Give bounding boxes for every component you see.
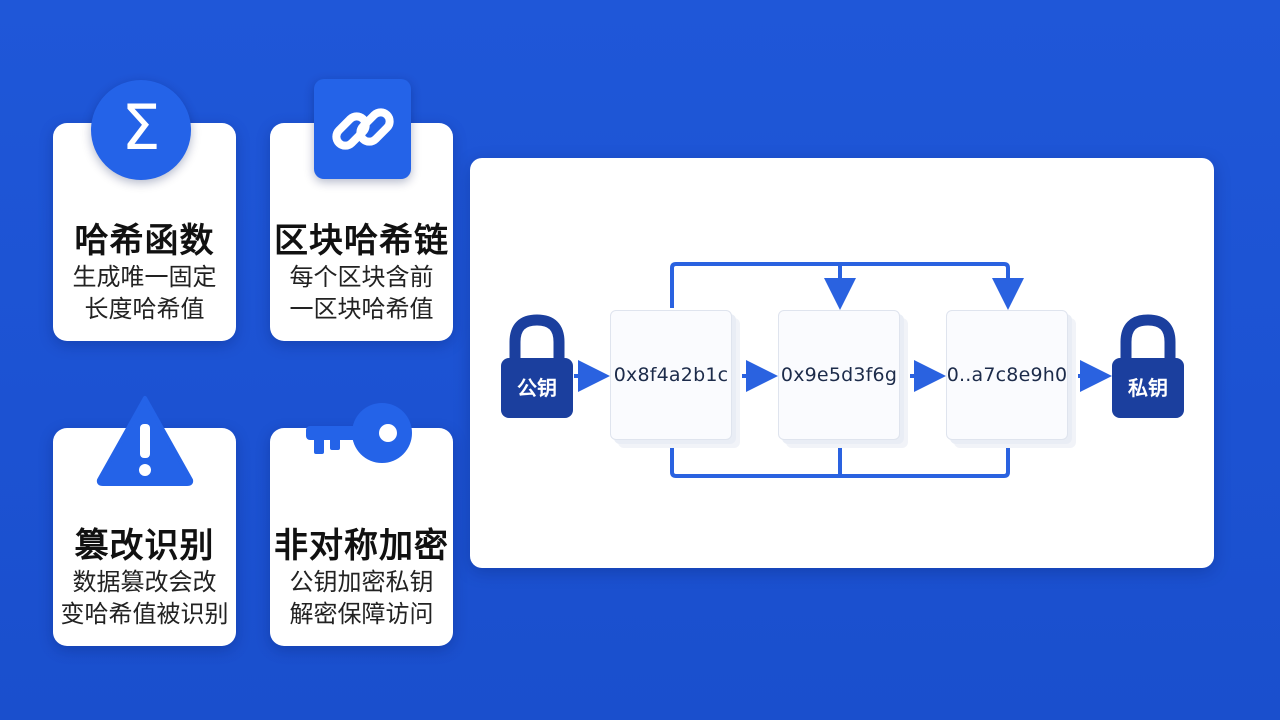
hash-block-3: 0..a7c8e9h0: [946, 310, 1068, 440]
card-asymmetric-encryption: 非对称加密 公钥加密私钥 解密保障访问: [270, 428, 453, 646]
hash-block-1: 0x8f4a2b1c: [610, 310, 732, 440]
hash-chain-diagram-panel: 公钥 0x8f4a2b1c 0x9e5d3f6g 0..a7c8e9h0 私钥: [470, 158, 1214, 568]
hash-value: 0x9e5d3f6g: [780, 364, 898, 386]
card-description: 生成唯一固定 长度哈希值: [72, 263, 217, 323]
public-key-label: 公钥: [517, 376, 557, 400]
card-description: 数据篡改会改 变哈希值被识别: [60, 568, 229, 628]
hash-value: 0..a7c8e9h0: [946, 364, 1068, 386]
private-key-label: 私钥: [1128, 376, 1168, 400]
public-key-lock-icon: 公钥: [499, 314, 575, 420]
card-title: 篡改识别: [74, 526, 215, 566]
chain-link-icon: [314, 79, 411, 179]
key-icon: [302, 400, 416, 466]
chain-connector-lines: [574, 262, 1112, 478]
card-title: 非对称加密: [274, 526, 449, 566]
warning-icon: [95, 394, 195, 486]
hash-block-2: 0x9e5d3f6g: [778, 310, 900, 440]
card-description: 每个区块含前 一区块哈希值: [289, 263, 434, 323]
card-title: 区块哈希链: [274, 221, 449, 261]
hash-value: 0x8f4a2b1c: [613, 364, 729, 386]
sigma-icon: Σ: [91, 80, 191, 180]
private-key-lock-icon: 私钥: [1110, 314, 1186, 420]
card-description: 公钥加密私钥 解密保障访问: [289, 568, 434, 628]
card-title: 哈希函数: [74, 221, 215, 261]
